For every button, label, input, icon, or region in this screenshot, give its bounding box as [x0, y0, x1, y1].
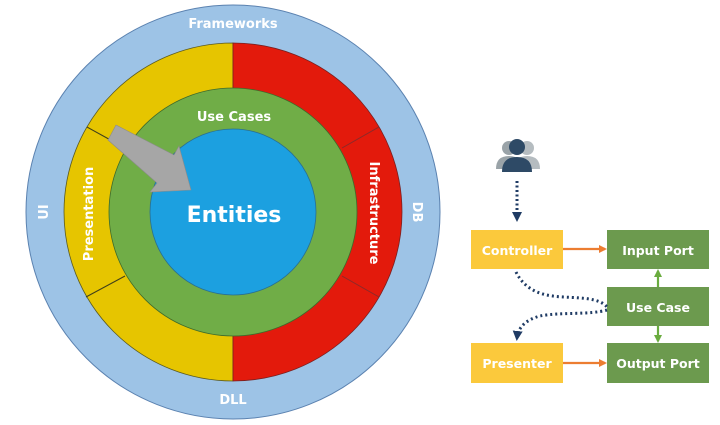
presentation-label: Presentation: [82, 167, 97, 261]
controller-label: Controller: [482, 243, 553, 258]
presentation-divider-bottom: [85, 275, 126, 298]
flow-diagram: Controller Input Port Use Case Presenter…: [471, 139, 709, 383]
controller-box: [471, 230, 563, 269]
input-port-label: Input Port: [622, 243, 694, 258]
use-case-box: [607, 287, 709, 326]
controller-to-use-case-flow: [514, 271, 609, 309]
dependency-arrow-icon: [107, 124, 192, 193]
db-label: DB: [409, 202, 424, 223]
onion-diagram: Frameworks DLL UI DB Presentation Infras…: [25, 4, 441, 420]
dll-label: DLL: [219, 393, 246, 408]
output-port-box: [607, 343, 709, 383]
use-case-to-presenter-flow: [512, 308, 608, 341]
infrastructure-divider-bottom: [341, 275, 380, 298]
output-port-label: Output Port: [616, 356, 700, 371]
ui-label: UI: [37, 204, 52, 219]
frameworks-label: Frameworks: [188, 17, 278, 32]
input-port-box: [607, 230, 709, 269]
entities-core: [149, 128, 317, 296]
presenter-box: [471, 343, 563, 383]
use-case-label: Use Case: [626, 300, 690, 315]
infrastructure-divider-top: [341, 126, 380, 149]
users-icon: [496, 139, 540, 172]
infrastructure-label: Infrastructure: [366, 162, 381, 265]
presenter-label: Presenter: [482, 356, 552, 371]
use-cases-label: Use Cases: [197, 110, 272, 125]
entities-label: Entities: [187, 203, 282, 228]
